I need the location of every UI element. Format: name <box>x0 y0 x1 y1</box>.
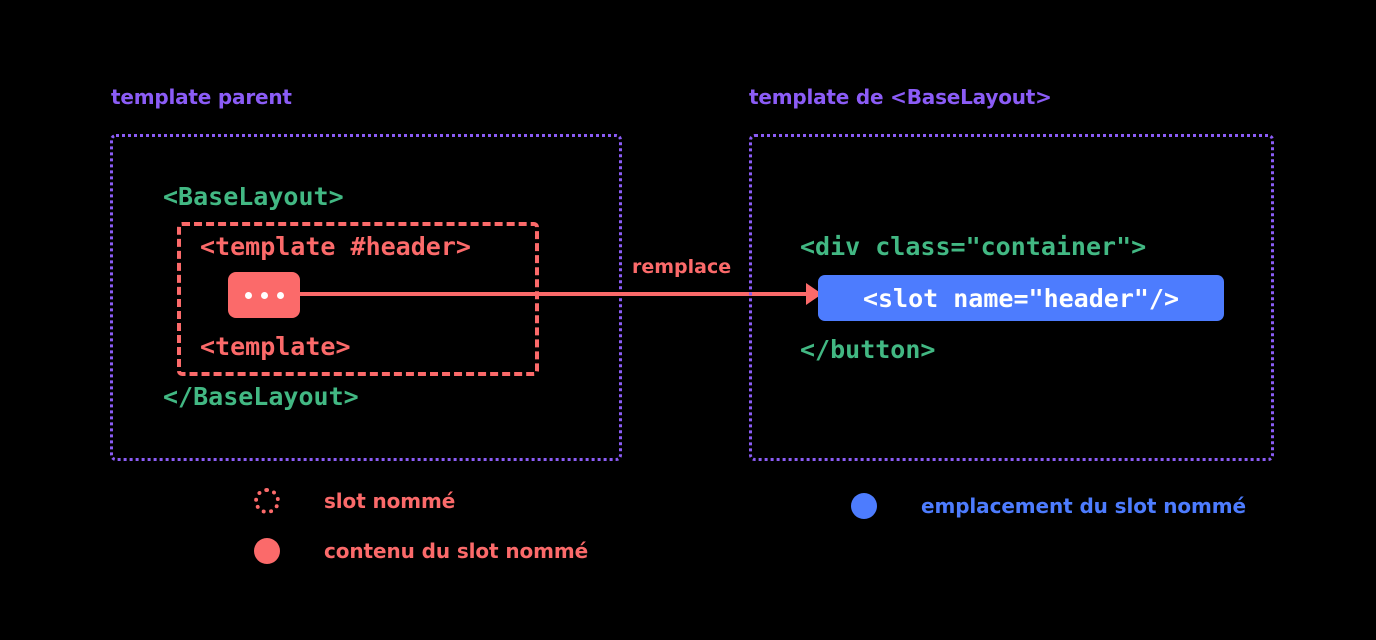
left-panel-title: template parent <box>111 85 292 109</box>
replace-arrow-label: remplace <box>629 256 735 278</box>
code-template-close-tag: <template> <box>200 332 351 361</box>
ellipsis-dot-icon <box>244 291 252 299</box>
replace-arrow-line <box>300 292 810 296</box>
code-slot-element: <slot name="header"/> <box>862 283 1180 313</box>
slot-placement-box: <slot name="header"/> <box>818 275 1224 321</box>
filled-circle-icon <box>851 493 877 519</box>
dotted-ring-icon <box>254 488 280 514</box>
ellipsis-dot-icon <box>260 291 268 299</box>
legend-item-named-slot: slot nommé <box>254 488 455 514</box>
ellipsis-dot-icon <box>276 291 284 299</box>
parent-template-panel <box>110 134 622 461</box>
slot-content-chip <box>228 272 300 318</box>
right-panel-title: template de <BaseLayout> <box>749 85 1052 109</box>
legend-item-slot-content: contenu du slot nommé <box>254 538 588 564</box>
code-baselayout-close-tag: </BaseLayout> <box>163 382 359 411</box>
legend-label-named-slot: slot nommé <box>324 489 456 513</box>
filled-circle-icon <box>254 538 280 564</box>
legend-label-slot-outlet: emplacement du slot nommé <box>921 494 1246 518</box>
legend-label-slot-content: contenu du slot nommé <box>324 539 589 563</box>
code-template-header-open-tag: <template #header> <box>200 232 471 261</box>
baselayout-template-panel <box>749 134 1274 461</box>
code-baselayout-open-tag: <BaseLayout> <box>163 182 344 211</box>
named-slot-dashed-box <box>177 222 539 376</box>
code-button-close-tag: </button> <box>800 335 936 364</box>
legend-item-slot-outlet: emplacement du slot nommé <box>851 493 1246 519</box>
code-div-container-open-tag: <div class="container"> <box>800 232 1147 261</box>
